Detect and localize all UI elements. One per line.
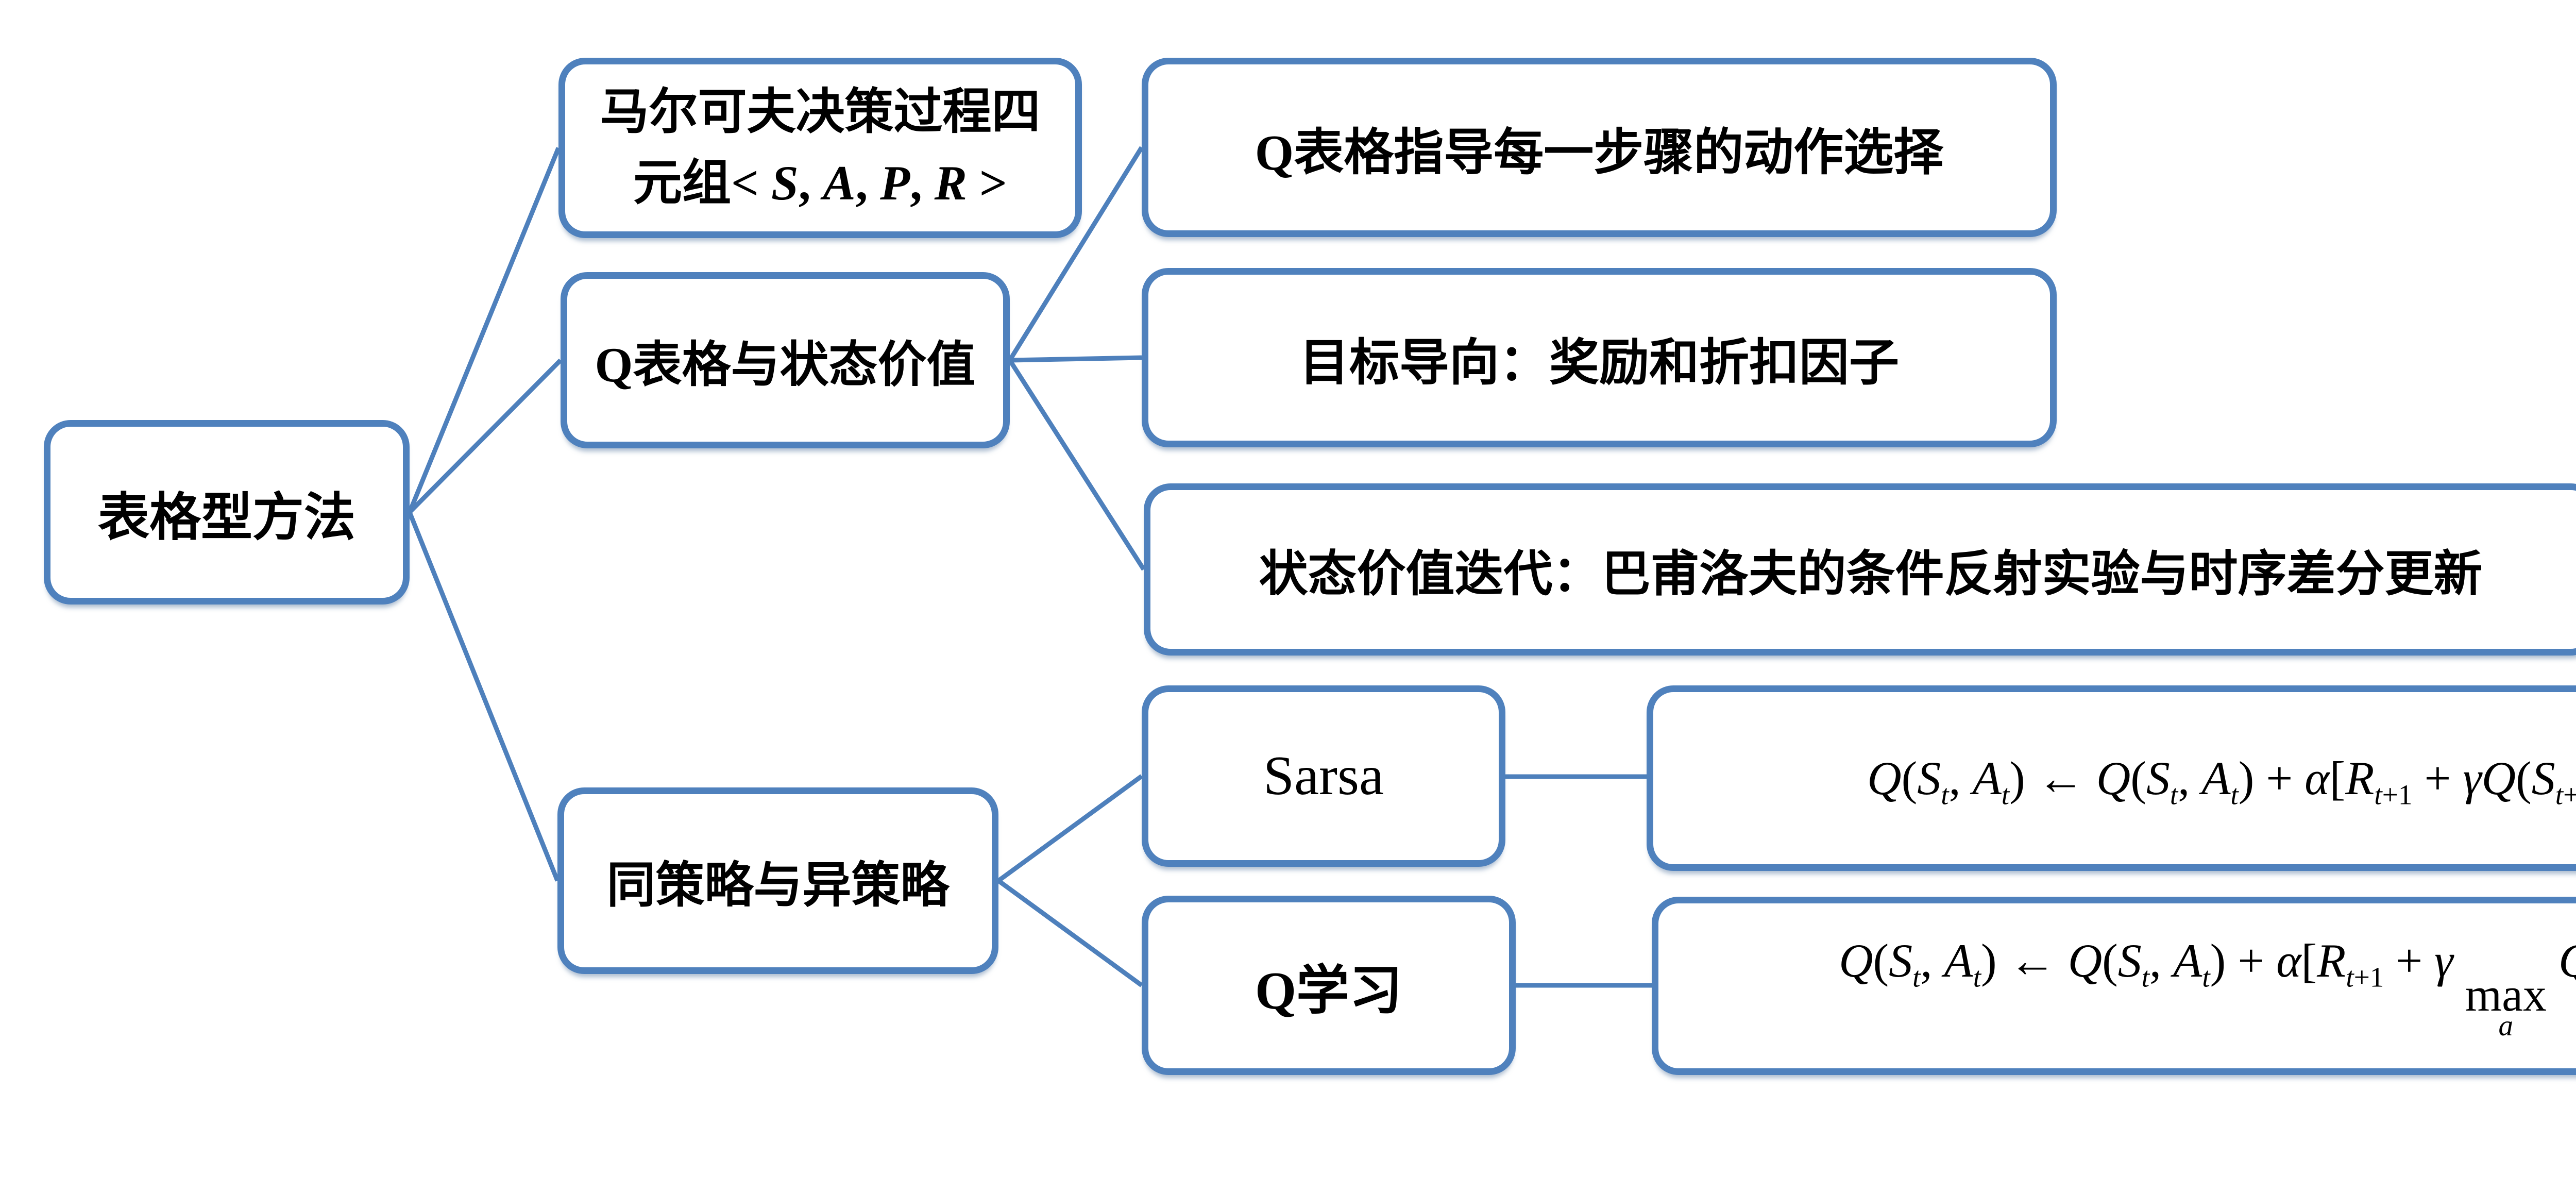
node-state-value-iteration-label: 状态价值迭代：巴甫洛夫的条件反射实验与时序差分更新 [1259,546,2483,601]
node-root-label: 表格型方法 [98,489,355,546]
node-qtable-guides-actions: Q表格指导每一步骤的动作选择 [1142,58,2057,237]
node-on-off-policy: 同策略与异策略 [557,787,998,974]
node-mdp: 马尔可夫决策过程四 元组< S, A, P, R > [558,58,1082,238]
node-root: 表格型方法 [44,420,410,605]
node-sarsa-label: Sarsa [1263,745,1384,807]
node-mdp-text: 马尔可夫决策过程四 元组< S, A, P, R > [600,77,1040,219]
connector-qtable-svi [1008,359,1146,571]
node-qtable-guide-label: Q表格指导每一步骤的动作选择 [1255,125,1944,180]
node-state-value-iteration: 状态价值迭代：巴甫洛夫的条件反射实验与时序差分更新 [1144,483,2576,656]
node-policy-label: 同策略与异策略 [606,858,950,913]
node-goal-oriented: 目标导向：奖励和折扣因子 [1142,268,2057,447]
node-qlearning: Q学习 [1142,896,1516,1075]
connector-root-policy [407,511,560,882]
node-qlearning-label: Q学习 [1255,961,1403,1020]
node-mdp-line2: 元组< S, A, P, R > [633,156,1007,210]
node-qtable-label: Q表格与状态价值 [595,337,976,392]
connector-qtable-goal [1009,355,1142,363]
connector-policy-qlearn [997,879,1143,987]
connector-qtable-guide [1008,146,1144,362]
node-goal-oriented-label: 目标导向：奖励和折扣因子 [1299,335,1899,391]
connector-policy-sarsa [997,774,1143,883]
sarsa-update-equation: Q(St, At) ← Q(St, At) + α[Rt+1 + γQ(St+1… [1867,752,2576,811]
connector-root-mdp [407,147,561,513]
node-mdp-line1: 马尔可夫决策过程四 [600,85,1041,140]
node-qtable-state-value: Q表格与状态价值 [561,272,1010,448]
node-sarsa-formula: Q(St, At) ← Q(St, At) + α[Rt+1 + γQ(St+1… [1647,685,2576,871]
node-sarsa: Sarsa [1142,685,1505,867]
connector-root-qtable [408,358,563,514]
